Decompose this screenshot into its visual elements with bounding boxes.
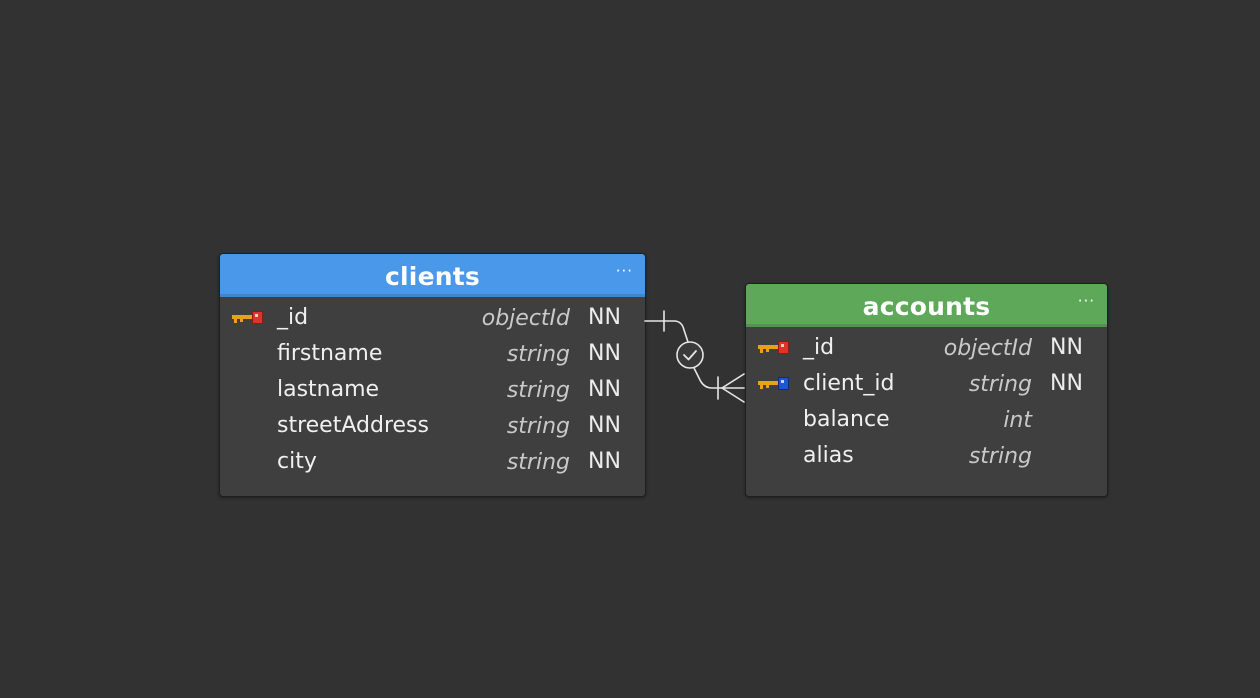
entity-header[interactable]: clients ··· (220, 254, 645, 297)
not-null-constraint: NN (588, 341, 621, 366)
field-row[interactable]: firstname string NN (220, 336, 645, 372)
field-name: alias (803, 443, 854, 468)
field-name: city (277, 449, 317, 474)
field-name: _id (803, 335, 835, 360)
relationship-check-icon (676, 341, 704, 369)
field-name: client_id (803, 371, 895, 396)
field-type: int (1003, 408, 1032, 433)
field-row[interactable]: _id objectId NN (220, 300, 645, 336)
not-null-constraint: NN (588, 305, 621, 330)
entity-header[interactable]: accounts ··· (746, 284, 1107, 327)
not-null-constraint: NN (588, 377, 621, 402)
field-name: firstname (277, 341, 383, 366)
field-name: lastname (277, 377, 380, 402)
not-null-constraint: NN (588, 413, 621, 438)
field-row[interactable]: alias string (746, 438, 1107, 474)
entity-accounts[interactable]: accounts ··· _id objectId NN (745, 283, 1108, 497)
not-null-constraint: NN (1050, 371, 1083, 396)
foreign-key-icon (758, 377, 789, 390)
field-type: objectId (481, 306, 570, 331)
more-options-icon[interactable]: ··· (615, 262, 633, 280)
field-type: string (506, 378, 570, 403)
entity-title: clients (385, 261, 480, 291)
field-row[interactable]: balance int (746, 402, 1107, 438)
field-type: string (506, 450, 570, 475)
field-type: objectId (943, 336, 1032, 361)
not-null-constraint: NN (1050, 335, 1083, 360)
relationship-line (693, 367, 745, 389)
field-row[interactable]: streetAddress string NN (220, 408, 645, 444)
field-name: streetAddress (277, 413, 429, 438)
primary-key-icon (758, 341, 789, 354)
field-row[interactable]: city string NN (220, 444, 645, 480)
field-row[interactable]: client_id string NN (746, 366, 1107, 402)
primary-key-icon (232, 311, 263, 324)
field-name: _id (277, 305, 309, 330)
field-row[interactable]: _id objectId NN (746, 330, 1107, 366)
field-row[interactable]: lastname string NN (220, 372, 645, 408)
field-type: string (968, 372, 1032, 397)
field-type: string (506, 414, 570, 439)
field-name: balance (803, 407, 890, 432)
entity-title: accounts (862, 291, 991, 321)
not-null-constraint: NN (588, 449, 621, 474)
many-cardinality-marker (721, 373, 745, 389)
entity-clients[interactable]: clients ··· _id objectId NN firstname s (219, 253, 646, 497)
relationship-line (644, 320, 689, 343)
field-type: string (506, 342, 570, 367)
field-type: string (968, 444, 1032, 469)
more-options-icon[interactable]: ··· (1077, 292, 1095, 310)
